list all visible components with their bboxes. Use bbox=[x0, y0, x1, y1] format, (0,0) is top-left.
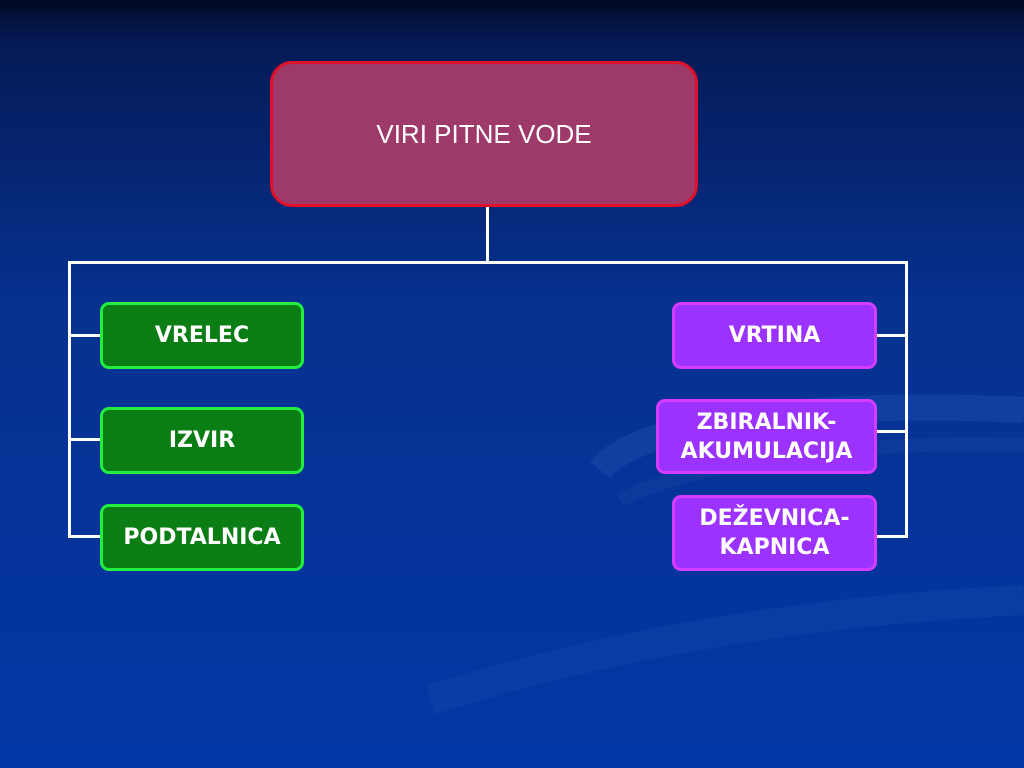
node-label: IZVIR bbox=[168, 428, 236, 453]
connector-left-branch-2 bbox=[68, 438, 102, 441]
node-vrelec: VRELEC bbox=[100, 302, 304, 369]
node-dezevnica-kapnica: DEŽEVNICA- KAPNICA bbox=[672, 495, 877, 571]
connector-right-branch-1 bbox=[874, 334, 908, 337]
node-vrtina: VRTINA bbox=[672, 302, 877, 369]
connector-left-branch-1 bbox=[68, 334, 102, 337]
node-label: DEŽEVNICA- KAPNICA bbox=[699, 506, 850, 560]
node-label: VRTINA bbox=[728, 323, 821, 348]
connector-right-branch-2 bbox=[874, 430, 908, 433]
root-node-label: VIRI PITNE VODE bbox=[376, 118, 592, 149]
node-label: VRELEC bbox=[154, 323, 250, 348]
connector-left-vertical bbox=[68, 261, 71, 538]
node-label: PODTALNICA bbox=[123, 525, 281, 550]
connector-right-branch-3 bbox=[874, 535, 908, 538]
connector-horizontal-bus bbox=[68, 261, 908, 264]
node-zbiralnik-akumulacija: ZBIRALNIK- AKUMULACIJA bbox=[656, 399, 877, 474]
root-node: VIRI PITNE VODE bbox=[270, 61, 698, 207]
node-label: ZBIRALNIK- AKUMULACIJA bbox=[680, 409, 853, 464]
connector-root-stem bbox=[486, 207, 489, 263]
connector-right-vertical bbox=[905, 261, 908, 538]
node-podtalnica: PODTALNICA bbox=[100, 504, 304, 571]
node-izvir: IZVIR bbox=[100, 407, 304, 474]
connector-left-branch-3 bbox=[68, 535, 102, 538]
